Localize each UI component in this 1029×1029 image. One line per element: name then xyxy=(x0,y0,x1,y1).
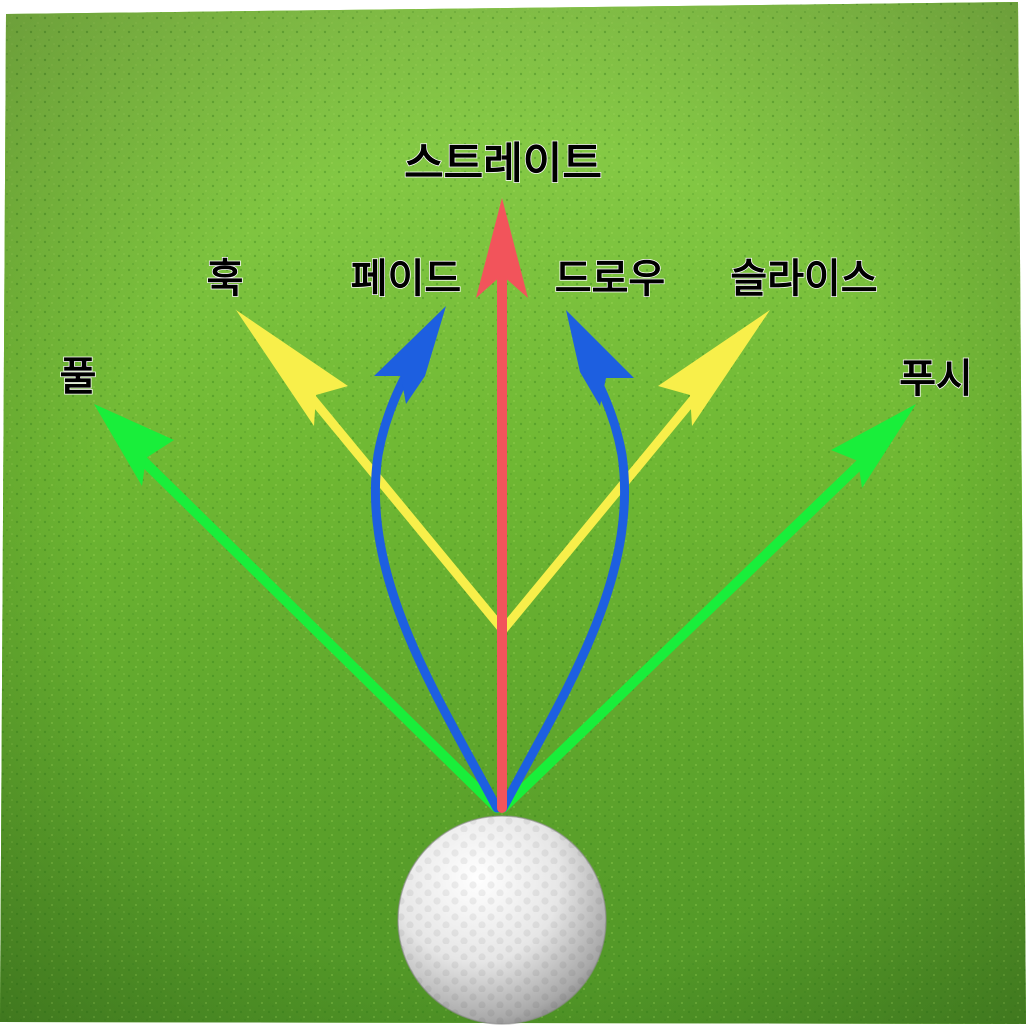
push-arrow-shaft xyxy=(498,435,890,813)
pull-arrow-head xyxy=(94,404,174,486)
fade-label: 페이드 xyxy=(351,256,461,302)
slice-label: 슬라이스 xyxy=(730,256,877,302)
golf-ball xyxy=(397,815,607,1025)
hook-label: 훅 xyxy=(207,256,244,302)
draw-label: 드로우 xyxy=(555,256,665,302)
pull-label: 풀 xyxy=(60,354,97,400)
shot-labels: 스트레이트 훅 페이드 드로우 슬라이스 풀 푸시 xyxy=(59,138,974,403)
push-arrow-head xyxy=(831,404,916,488)
trajectory-arrows xyxy=(94,198,916,813)
slice-arrow-head xyxy=(658,310,770,426)
straight-arrow-head xyxy=(476,198,528,298)
straight-label: 스트레이트 xyxy=(404,139,602,189)
fade-arrow-shaft xyxy=(370,345,502,813)
hook-arrow-head xyxy=(236,310,348,426)
fade-arrow-head xyxy=(374,306,446,404)
draw-arrow-head xyxy=(566,310,634,406)
pull-arrow-shaft xyxy=(117,435,502,813)
push-label: 푸시 xyxy=(899,356,973,402)
